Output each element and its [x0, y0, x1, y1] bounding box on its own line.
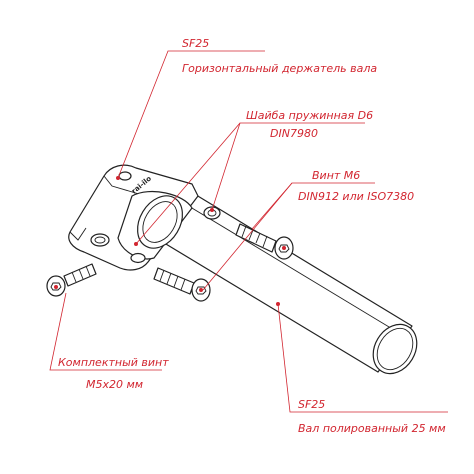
- polished-shaft: [145, 183, 418, 375]
- screw-lower-hex-socket: [195, 286, 207, 295]
- label-kit-screw-name: Комплектный винт: [58, 356, 169, 369]
- holder-front-edge: [69, 227, 87, 241]
- leader-shaft: [277, 303, 448, 413]
- label-screw-m6-name: Винт M6: [312, 169, 360, 182]
- label-kit-screw-size: M5x20 мм: [86, 378, 143, 391]
- marker-kit-screw: [54, 285, 58, 289]
- label-washer-standard: DIN7980: [270, 127, 318, 140]
- marker-screw-m6-2: [199, 288, 203, 292]
- holder-mount-hole-inner: [94, 236, 106, 244]
- label-screw-m6-standard: DIN912 или ISO7380: [298, 190, 414, 203]
- label-shaft-name: Вал полированный 25 мм: [298, 422, 446, 435]
- screw-lower-thread: [153, 267, 195, 295]
- label-shaft-code: SF25: [298, 398, 325, 411]
- marker-shaft: [276, 302, 280, 306]
- kit-screw-thread: [63, 263, 97, 287]
- marker-washer-2: [134, 242, 138, 246]
- leader-holder: [117, 50, 265, 179]
- screw-upper-hex-socket: [278, 244, 290, 253]
- holder-bore: [136, 195, 184, 249]
- leader-kit-screw: [49, 292, 162, 371]
- holder-mount-hole: [90, 233, 110, 247]
- screw-upper-thread: [235, 223, 277, 253]
- m6-screw-upper: [235, 223, 294, 260]
- shaft-end-chamfer: [376, 327, 414, 371]
- kit-screw-hex-socket: [50, 282, 62, 291]
- marker-screw-m6: [282, 246, 286, 250]
- washer-outer: [203, 206, 221, 220]
- kit-screw-m5: [46, 263, 97, 297]
- leader-washer-2: [135, 122, 241, 245]
- spring-washer: [203, 206, 221, 220]
- marker-washer: [210, 208, 214, 212]
- label-washer-name: Шайба пружинная D6: [246, 109, 373, 122]
- label-holder-code: SF25: [182, 37, 209, 50]
- holder-top-hole: [118, 171, 132, 181]
- m6-screw-lower: [153, 267, 211, 302]
- marker-dots: [54, 176, 286, 306]
- leader-lines: [49, 50, 448, 413]
- marker-holder: [116, 176, 120, 180]
- callout-labels: SF25 Горизонтальный держатель вала Шайба…: [58, 37, 446, 435]
- leader-screw-m6-2: [202, 182, 293, 291]
- label-holder-name: Горизонтальный держатель вала: [182, 62, 377, 75]
- holder-bottom-hole: [130, 252, 146, 264]
- shaft-holder: rai-ilo: [68, 164, 199, 271]
